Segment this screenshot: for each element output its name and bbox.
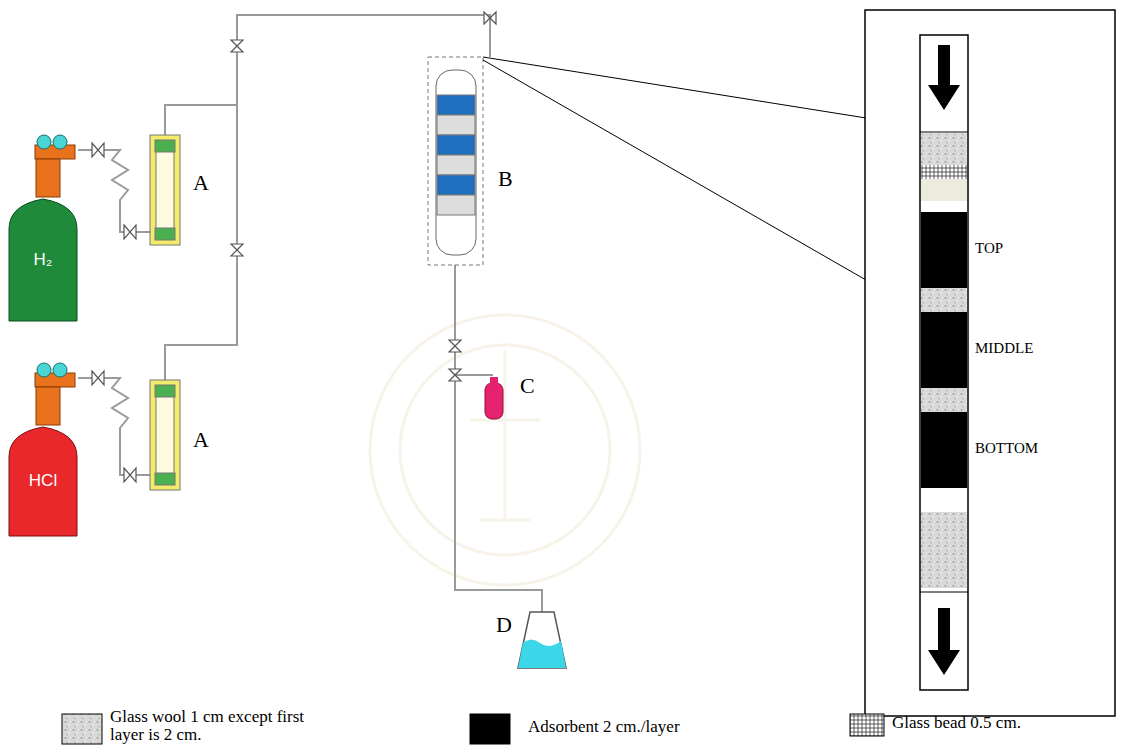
- legend-text: Adsorbent 2 cm./layer: [528, 718, 680, 736]
- cylinder-text: HCl: [8, 425, 78, 491]
- legend-text: Glass bead 0.5 cm.: [892, 714, 1021, 732]
- gas-cylinder: H₂: [8, 197, 78, 322]
- part-letter: A: [193, 170, 209, 196]
- layer-label: BOTTOM: [975, 440, 1038, 457]
- gas-label: HCl: [8, 471, 78, 491]
- part-letter: D: [496, 612, 512, 638]
- layer-label: TOP: [975, 240, 1003, 257]
- part-letter: A: [193, 427, 209, 453]
- layer-label: MIDDLE: [975, 340, 1033, 357]
- gas-cylinder: HCl: [8, 425, 78, 537]
- part-letter: B: [498, 166, 513, 192]
- legend-text: Glass wool 1 cm except first layer is 2 …: [110, 708, 330, 744]
- gas-label: H₂: [8, 250, 78, 270]
- part-letter: C: [520, 373, 535, 399]
- cylinder-text: H₂: [8, 197, 78, 270]
